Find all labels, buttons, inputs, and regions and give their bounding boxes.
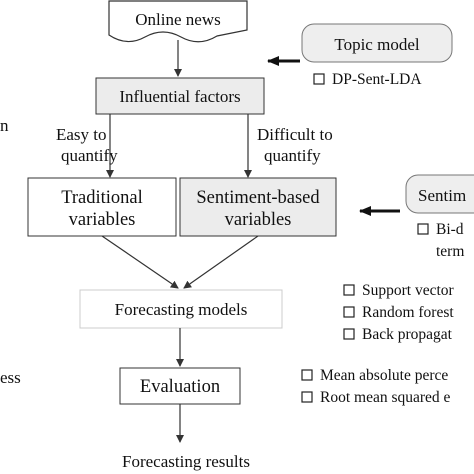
checkbox-icon	[313, 73, 325, 85]
arrow-sentiment-to-models	[183, 235, 259, 289]
forecasting-models-label: Forecasting models	[115, 300, 248, 319]
evaluation-label: Evaluation	[140, 377, 220, 397]
checkbox-icon	[417, 223, 429, 235]
sentiment-label-line1: Sentiment-based	[196, 188, 320, 208]
arrow-traditional-to-models	[101, 235, 179, 289]
topic-model-item: DP-Sent-LDA	[332, 71, 422, 88]
model-item-1: Support vector	[362, 282, 455, 299]
topic-model-title: Topic model	[334, 35, 419, 54]
influential-factors-node	[95, 77, 265, 115]
model-item-2: Random forest	[362, 304, 454, 321]
difficult-label-line1: Difficult to	[257, 125, 333, 144]
evaluation-node	[119, 367, 241, 405]
sentiment-box-item-2: term	[436, 243, 464, 260]
traditional-label-line1: Traditional	[61, 188, 143, 208]
checkbox-icon	[301, 391, 313, 403]
difficult-label-line2: quantify	[264, 146, 321, 165]
model-item-3: Back propagat	[362, 326, 453, 343]
traditional-variables-node	[27, 177, 177, 237]
checkbox-icon	[343, 328, 355, 340]
evaluation-item-1: Mean absolute perce	[320, 367, 448, 384]
online-news-document-node	[108, 0, 248, 43]
checkbox-icon	[343, 306, 355, 318]
evaluation-item-2: Root mean squared e	[320, 389, 451, 406]
forecasting-results-label: Forecasting results	[122, 452, 250, 471]
forecasting-models-node	[79, 289, 283, 329]
left-cut-text-bottom: ess	[0, 368, 21, 387]
influential-factors-label: Influential factors	[119, 87, 240, 106]
sentiment-analysis-box	[405, 174, 474, 214]
traditional-label-line2: variables	[69, 210, 136, 230]
online-news-label: Online news	[135, 10, 220, 29]
checkbox-icon	[343, 284, 355, 296]
checkbox-icon	[301, 369, 313, 381]
sentiment-box-item-1: Bi-d	[436, 221, 464, 238]
easy-label-line1: Easy to	[56, 125, 107, 144]
easy-label-line2: quantify	[61, 146, 118, 165]
sentiment-box-title: Sentim	[418, 186, 466, 205]
left-cut-text-top: n	[0, 116, 9, 135]
sentiment-variables-node	[179, 177, 337, 237]
topic-model-box	[301, 23, 453, 63]
sentiment-label-line2: variables	[225, 210, 292, 230]
